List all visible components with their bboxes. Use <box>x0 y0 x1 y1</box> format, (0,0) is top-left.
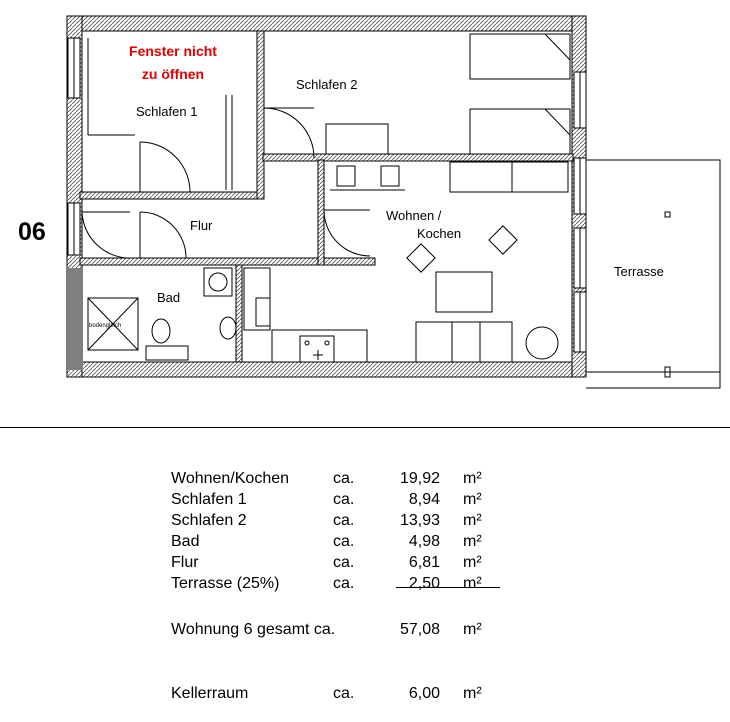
label-schlafen1: Schlafen 1 <box>136 104 197 119</box>
total-unit: m² <box>463 621 482 638</box>
area-unit: m² <box>463 575 482 592</box>
room-name: Wohnen/Kochen <box>171 470 290 487</box>
area-row: Schlafen 2 ca. 13,93 m² <box>171 511 511 531</box>
label-wohnen: Wohnen / <box>386 208 442 223</box>
area-value: 6,81 <box>408 554 440 571</box>
room-name: Bad <box>171 533 200 550</box>
area-value: 2,50 <box>408 575 440 592</box>
area-unit: m² <box>463 470 482 487</box>
terrace <box>586 159 721 389</box>
cellar-unit: m² <box>463 685 482 702</box>
interior-walls <box>79 30 574 363</box>
label-flur: Flur <box>190 218 213 233</box>
wardrobe <box>87 38 233 190</box>
cellar-label: Kellerraum <box>171 685 249 702</box>
grey-column <box>66 268 83 370</box>
area-unit: m² <box>463 491 482 508</box>
approx-label: ca. <box>333 533 355 550</box>
windows <box>67 37 587 353</box>
area-value: 13,93 <box>399 512 440 529</box>
warning-line-2: zu öffnen <box>142 66 204 82</box>
label-schlafen2: Schlafen 2 <box>296 77 357 92</box>
approx-label: ca. <box>333 512 355 529</box>
living-furniture <box>330 161 569 363</box>
cellar-value: 6,00 <box>408 685 440 702</box>
sum-line <box>396 587 500 588</box>
unit-number: 06 <box>18 218 46 246</box>
area-row: Wohnen/Kochen ca. 19,92 m² <box>171 469 511 489</box>
kitchen-counter <box>271 329 368 363</box>
room-name: Flur <box>171 554 199 571</box>
approx-label: ca. <box>333 575 355 592</box>
area-row: Flur ca. 6,81 m² <box>171 553 511 573</box>
area-value: 4,98 <box>408 533 440 550</box>
beds <box>325 33 571 155</box>
area-unit: m² <box>463 512 482 529</box>
total-label: Wohnung 6 gesamt ca. <box>171 621 336 638</box>
area-value: 8,94 <box>408 491 440 508</box>
area-value: 19,92 <box>399 470 440 487</box>
total-value: 57,08 <box>399 621 440 638</box>
area-table: Wohnen/Kochen ca. 19,92 m² Schlafen 1 ca… <box>171 469 511 709</box>
label-bad: Bad <box>157 290 180 305</box>
area-row: Schlafen 1 ca. 8,94 m² <box>171 490 511 510</box>
room-name: Schlafen 1 <box>171 491 247 508</box>
approx-label: ca. <box>333 470 355 487</box>
room-name: Terrasse (25%) <box>171 575 280 592</box>
room-name: Schlafen 2 <box>171 512 247 529</box>
divider-line <box>0 427 730 428</box>
approx-label: ca. <box>333 685 355 702</box>
cellar-row: Kellerraum ca. 6,00 m² <box>171 684 511 704</box>
area-unit: m² <box>463 533 482 550</box>
area-row: Bad ca. 4,98 m² <box>171 532 511 552</box>
label-bodengleich: bodengleich <box>89 323 121 329</box>
area-unit: m² <box>463 554 482 571</box>
doors <box>81 107 371 259</box>
label-terrasse: Terrasse <box>614 264 664 279</box>
warning-line-1: Fenster nicht <box>129 43 217 59</box>
total-row: Wohnung 6 gesamt ca. 57,08 m² <box>171 620 511 640</box>
approx-label: ca. <box>333 491 355 508</box>
floor-plan: Fenster nicht zu öffnen Schlafen 1 Schla… <box>66 15 721 389</box>
bathroom-fixtures <box>87 267 271 361</box>
label-kochen: Kochen <box>417 226 461 241</box>
area-row: Terrasse (25%) ca. 2,50 m² <box>171 574 511 594</box>
approx-label: ca. <box>333 554 355 571</box>
